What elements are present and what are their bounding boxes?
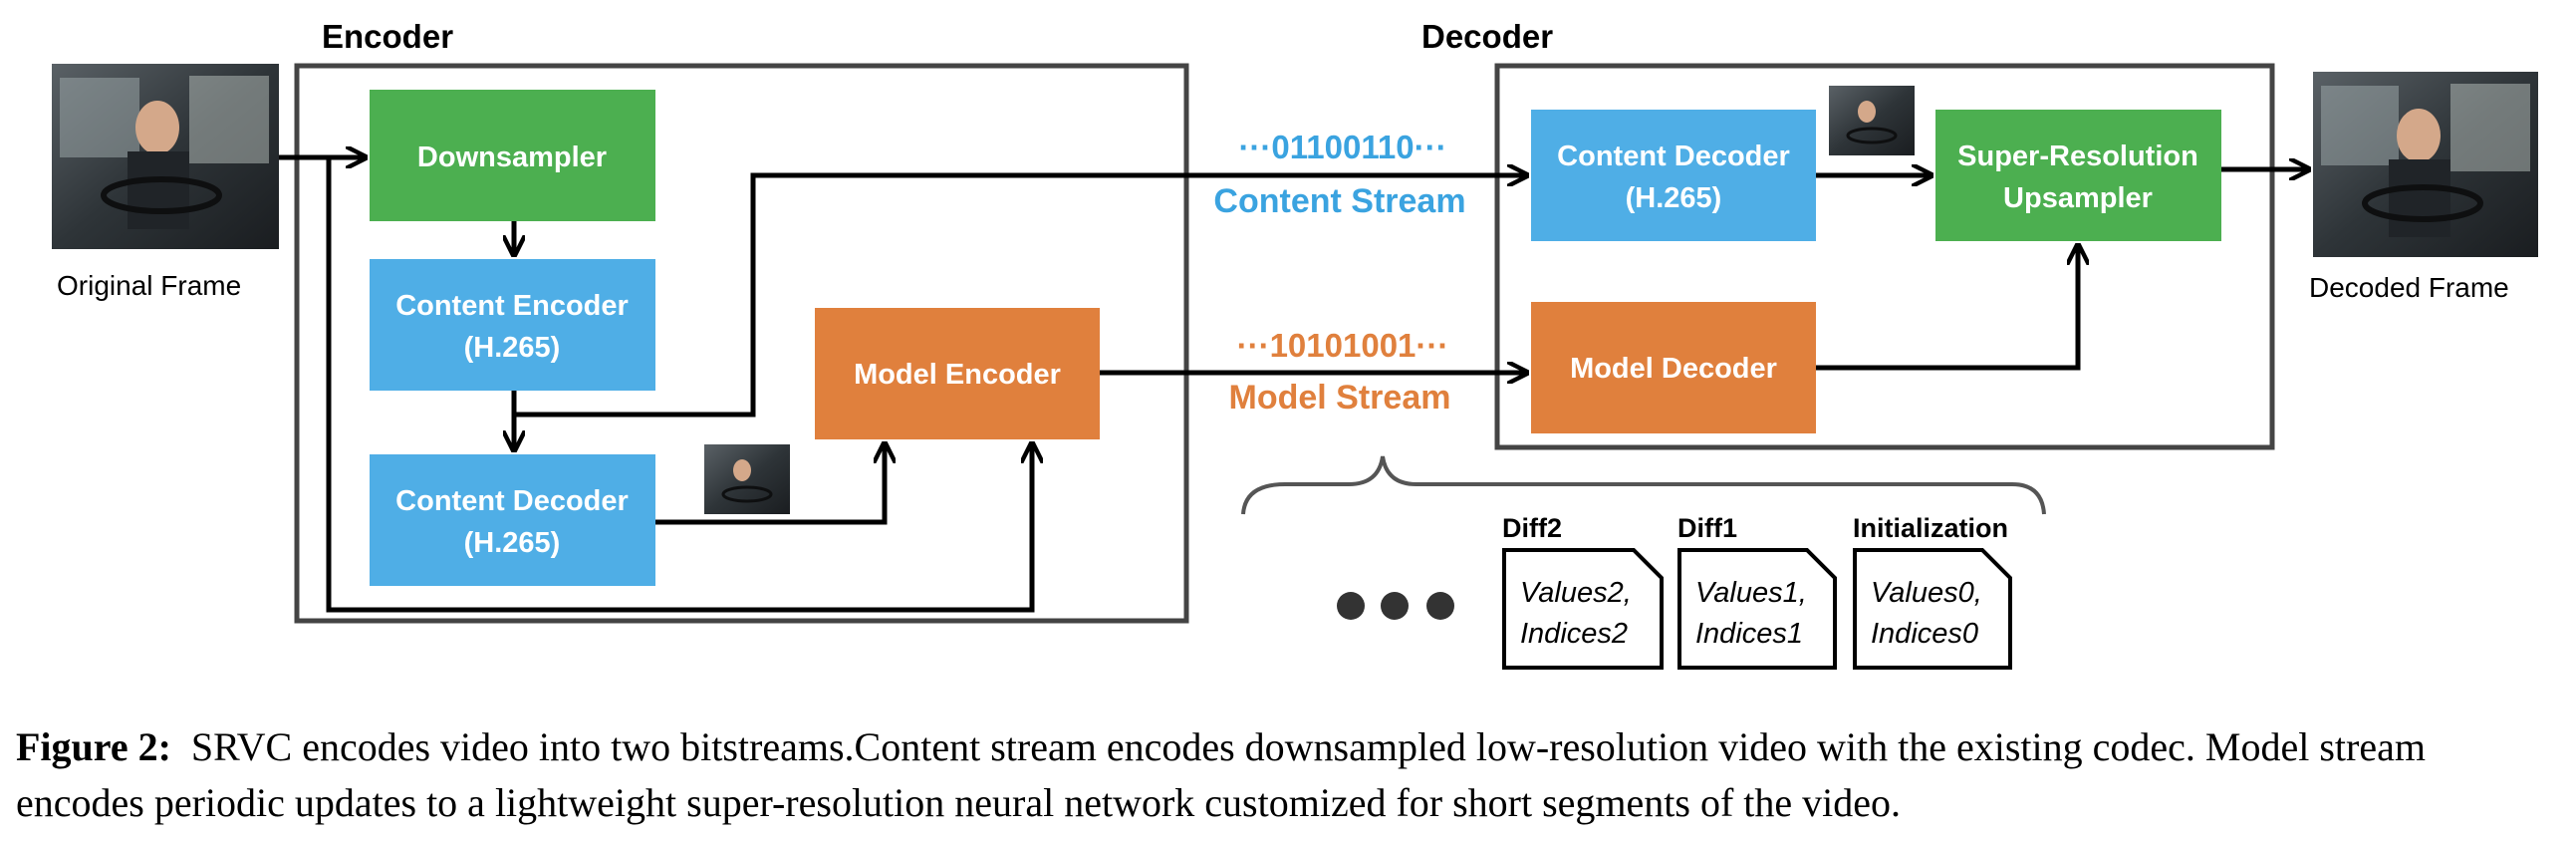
decoder-content-decoder-block: Content Decoder (H.265) xyxy=(1531,110,1816,241)
update-diff1-values: Values1, xyxy=(1695,577,1807,609)
thumbnail-decoder xyxy=(1829,86,1915,155)
model-stream-brace xyxy=(1241,455,2046,515)
model-decoder-label: Model Decoder xyxy=(1570,353,1777,385)
original-frame-label: Original Frame xyxy=(57,270,241,301)
ellipsis-dot xyxy=(1381,592,1409,620)
arrow-content-decoder-to-model-encoder xyxy=(655,443,885,525)
arrow-model-decoder-to-super-resolution xyxy=(1816,245,2078,371)
content-stream-bits: ···01100110··· xyxy=(1238,129,1446,165)
content-encoder-block: Content Encoder (H.265) xyxy=(370,259,655,391)
decoder-content-decoder-label-line2: (H.265) xyxy=(1626,182,1722,214)
super-resolution-label-line2: Upsampler xyxy=(2003,182,2153,214)
decoder-title: Decoder xyxy=(1421,18,1553,55)
caption-text: SRVC encodes video into two bitstreams.C… xyxy=(16,724,2426,825)
update-diff1: Diff1 Values1, Indices1 xyxy=(1677,513,1837,670)
original-frame-image xyxy=(52,64,279,249)
update-diff2: Diff2 Values2, Indices2 xyxy=(1502,513,1664,670)
update-initialization: Initialization Values0, Indices0 xyxy=(1853,513,2012,670)
update-diff2-values: Values2, xyxy=(1520,577,1632,609)
figure-caption: Figure 2: SRVC encodes video into two bi… xyxy=(16,719,2561,831)
update-initialization-title: Initialization xyxy=(1853,513,2008,543)
arrow-content-stream xyxy=(514,175,1527,418)
update-diff2-indices: Indices2 xyxy=(1520,618,1628,650)
super-resolution-label-line1: Super-Resolution xyxy=(1957,140,2198,172)
encoder-title: Encoder xyxy=(322,18,453,55)
encoder-content-decoder-label-line2: (H.265) xyxy=(464,527,561,559)
decoded-frame-label: Decoded Frame xyxy=(2309,272,2509,303)
encoder-frame xyxy=(294,63,1189,624)
encoder-content-decoder-label-line1: Content Decoder xyxy=(395,485,629,517)
model-stream-label: Model Stream xyxy=(1229,379,1451,417)
model-encoder-block: Model Encoder xyxy=(815,308,1100,439)
decoder-frame xyxy=(1494,63,2275,450)
update-diff1-title: Diff1 xyxy=(1677,513,1737,543)
arrow-bypass-to-model-encoder xyxy=(326,157,1032,613)
super-resolution-block: Super-Resolution Upsampler xyxy=(1935,110,2221,241)
content-stream-label: Content Stream xyxy=(1213,182,1465,220)
encoder-content-decoder-block: Content Decoder (H.265) xyxy=(370,454,655,586)
update-diff1-indices: Indices1 xyxy=(1695,618,1803,650)
document-icon xyxy=(1502,548,1664,670)
update-initialization-indices: Indices0 xyxy=(1871,618,1978,650)
caption-label: Figure 2: xyxy=(16,724,171,769)
decoder-content-decoder-label-line1: Content Decoder xyxy=(1557,140,1790,172)
document-icon xyxy=(1853,548,2012,670)
model-stream-bits: ···10101001··· xyxy=(1237,327,1449,364)
model-decoder-block: Model Decoder xyxy=(1531,302,1816,433)
update-diff2-title: Diff2 xyxy=(1502,513,1562,543)
content-encoder-label-line2: (H.265) xyxy=(464,332,561,364)
ellipsis-dot xyxy=(1426,592,1454,620)
ellipsis-dot xyxy=(1337,592,1365,620)
downsampler-label: Downsampler xyxy=(417,141,607,173)
downsampler-block: Downsampler xyxy=(370,90,655,221)
content-encoder-label-line1: Content Encoder xyxy=(395,290,629,322)
update-initialization-values: Values0, xyxy=(1871,577,1982,609)
document-icon xyxy=(1677,548,1837,670)
decoded-frame-image xyxy=(2313,72,2538,257)
model-encoder-label: Model Encoder xyxy=(854,359,1061,391)
thumbnail-encoder xyxy=(704,444,790,514)
